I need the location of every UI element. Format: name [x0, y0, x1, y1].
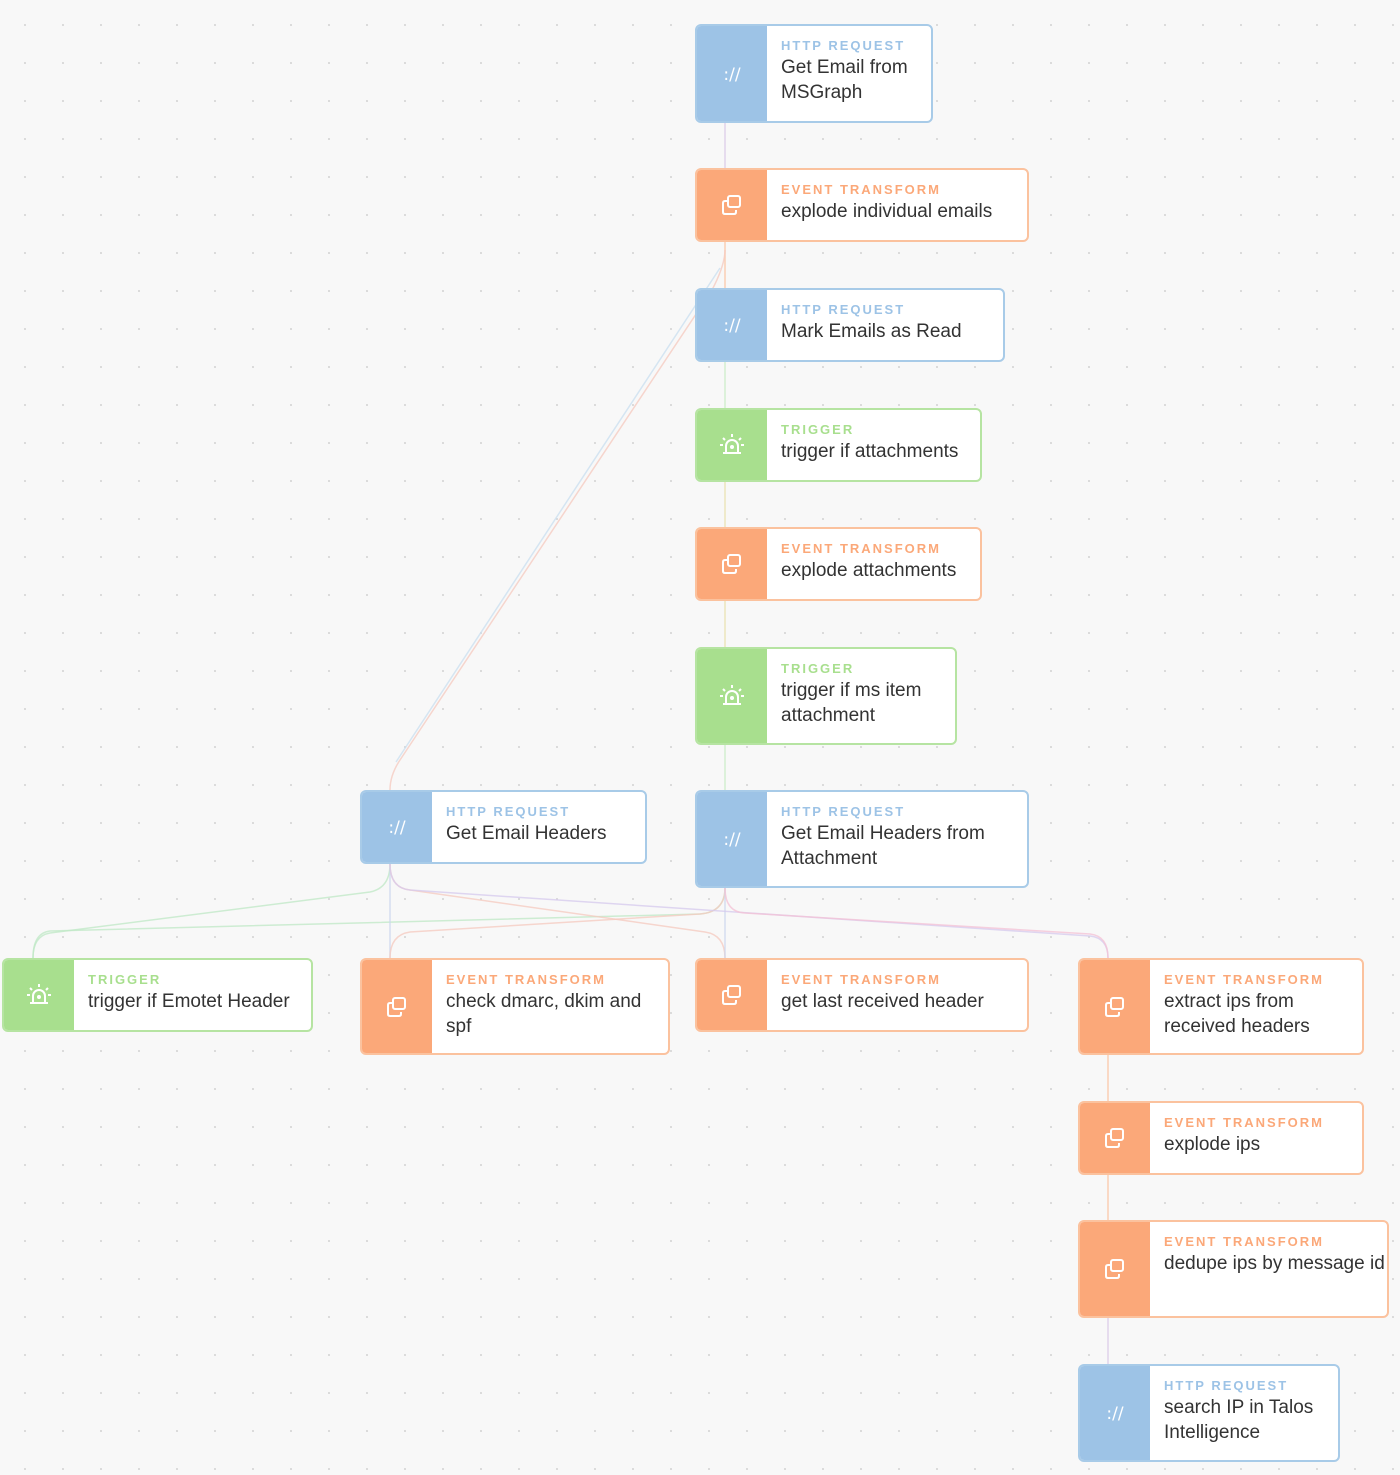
node-type-label: EVENT TRANSFORM [446, 972, 606, 987]
node-get-email-headers[interactable]: :// HTTP REQUEST Get Email Headers [360, 790, 647, 864]
svg-text:://: :// [1106, 1404, 1123, 1424]
node-trigger-if-attachments[interactable]: TRIGGER trigger if attachments [695, 408, 982, 482]
node-type-label: EVENT TRANSFORM [781, 972, 941, 987]
node-type-label: EVENT TRANSFORM [781, 182, 941, 197]
http-request-icon: :// [1080, 1366, 1150, 1460]
node-get-last-received-header[interactable]: EVENT TRANSFORM get last received header [695, 958, 1029, 1032]
node-type-label: EVENT TRANSFORM [1164, 1115, 1324, 1130]
node-mark-emails-as-read[interactable]: :// HTTP REQUEST Mark Emails as Read [695, 288, 1005, 362]
svg-text:://: :// [723, 65, 740, 85]
node-trigger-if-emotet-header[interactable]: TRIGGER trigger if Emotet Header [2, 958, 313, 1032]
node-title: trigger if Emotet Header [88, 991, 290, 1012]
node-title: dedupe ips by message id [1164, 1253, 1385, 1274]
edge-n8-n9 [32, 887, 726, 959]
node-type-label: HTTP REQUEST [781, 302, 906, 317]
node-type-label: HTTP REQUEST [781, 804, 906, 819]
node-title: explode attachments [781, 560, 957, 581]
node-dedupe-ips-by-message-id[interactable]: EVENT TRANSFORM dedupe ips by message id [1078, 1220, 1389, 1318]
event-transform-icon [362, 960, 432, 1053]
node-title: check dmarc, dkim and spf [446, 991, 642, 1037]
http-request-icon: :// [697, 792, 767, 886]
node-title: Get Email from MSGraph [781, 57, 908, 103]
edge-n8-n10 [389, 887, 726, 959]
node-title: Get Email Headers [446, 823, 607, 844]
node-type-label: TRIGGER [781, 661, 855, 676]
node-get-email-headers-from-attachment[interactable]: :// HTTP REQUEST Get Email Headers from … [695, 790, 1029, 888]
node-extract-ips-from-received-headers[interactable]: EVENT TRANSFORM extract ips from receive… [1078, 958, 1364, 1055]
node-title: Get Email Headers from Attachment [781, 823, 985, 869]
node-search-ip-in-talos-intelligence[interactable]: :// HTTP REQUEST search IP in Talos Inte… [1078, 1364, 1340, 1462]
node-type-label: HTTP REQUEST [781, 38, 906, 53]
node-explode-ips[interactable]: EVENT TRANSFORM explode ips [1078, 1101, 1364, 1175]
node-get-email-from-msgraph[interactable]: :// HTTP REQUEST Get Email from MSGraph [695, 24, 933, 123]
node-check-dmarc-dkim-spf[interactable]: EVENT TRANSFORM check dmarc, dkim and sp… [360, 958, 670, 1055]
event-transform-icon [697, 960, 767, 1030]
node-title: search IP in Talos Intelligence [1164, 1397, 1314, 1443]
node-title: trigger if attachments [781, 441, 959, 462]
event-transform-icon [697, 170, 767, 240]
svg-text:://: :// [723, 316, 740, 336]
node-title: Mark Emails as Read [781, 321, 962, 342]
edge-n8-n12 [724, 887, 1109, 959]
node-type-label: TRIGGER [88, 972, 162, 987]
node-type-label: HTTP REQUEST [1164, 1378, 1289, 1393]
node-title: get last received header [781, 991, 984, 1012]
node-title: trigger if ms item attachment [781, 680, 922, 726]
node-type-label: EVENT TRANSFORM [1164, 1234, 1324, 1249]
node-explode-attachments[interactable]: EVENT TRANSFORM explode attachments [695, 527, 982, 601]
event-transform-icon [1080, 1222, 1150, 1316]
edge-n7-n9 [32, 863, 391, 959]
node-type-label: EVENT TRANSFORM [781, 541, 941, 556]
edge-n2-n7-b [395, 267, 721, 763]
node-title: explode individual emails [781, 201, 993, 222]
node-trigger-if-ms-item-attachment[interactable]: TRIGGER trigger if ms item attachment [695, 647, 957, 745]
node-type-label: EVENT TRANSFORM [1164, 972, 1324, 987]
node-title: extract ips from received headers [1164, 991, 1310, 1037]
trigger-icon [4, 960, 74, 1030]
node-type-label: TRIGGER [781, 422, 855, 437]
http-request-icon: :// [697, 26, 767, 121]
node-title: explode ips [1164, 1134, 1261, 1155]
http-request-icon: :// [362, 792, 432, 862]
trigger-icon [697, 649, 767, 743]
event-transform-icon [697, 529, 767, 599]
trigger-icon [697, 410, 767, 480]
http-request-icon: :// [697, 290, 767, 360]
node-explode-individual-emails[interactable]: EVENT TRANSFORM explode individual email… [695, 168, 1029, 242]
event-transform-icon [1080, 960, 1150, 1053]
svg-text:://: :// [723, 830, 740, 850]
svg-text:://: :// [388, 818, 405, 838]
edge-n2-n7 [389, 249, 726, 791]
node-type-label: HTTP REQUEST [446, 804, 571, 819]
edge-n7-n11 [389, 863, 726, 959]
event-transform-icon [1080, 1103, 1150, 1173]
